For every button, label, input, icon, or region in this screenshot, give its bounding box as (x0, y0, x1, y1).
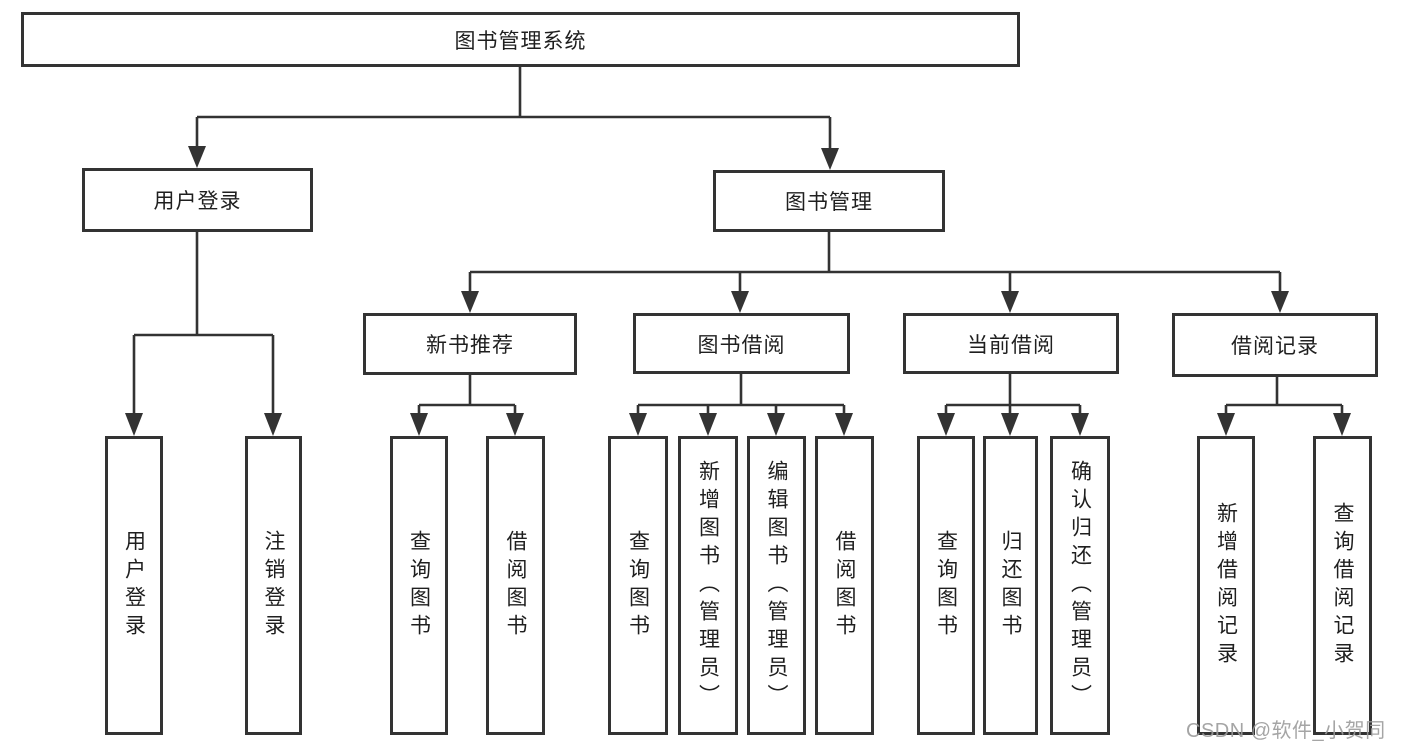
node-root-system: 图书管理系统 (21, 12, 1020, 67)
leaf-borrow-query-books: 查询图书 (608, 436, 668, 735)
node-book-management-module: 图书管理 (713, 170, 945, 232)
arrowhead-group (125, 146, 1351, 436)
leaf-newbook-query-books: 查询图书 (390, 436, 448, 735)
leaf-user-login: 用户登录 (105, 436, 163, 735)
leaf-logout: 注销登录 (245, 436, 302, 735)
leaf-borrow-edit-books-admin: 编辑图书（管理员） (747, 436, 806, 735)
leaf-newbook-borrow-books: 借阅图书 (486, 436, 545, 735)
node-book-borrow: 图书借阅 (633, 313, 850, 374)
leaf-record-query-borrow-record: 查询借阅记录 (1313, 436, 1372, 735)
leaf-current-return-books: 归还图书 (983, 436, 1038, 735)
node-user-login-module: 用户登录 (82, 168, 313, 232)
node-borrow-record: 借阅记录 (1172, 313, 1378, 377)
node-current-borrow: 当前借阅 (903, 313, 1119, 374)
node-new-book-recommend: 新书推荐 (363, 313, 577, 375)
csdn-watermark: CSDN @软件_小贺同学 (1186, 720, 1386, 742)
leaf-current-query-books: 查询图书 (917, 436, 975, 735)
leaf-borrow-borrow-books: 借阅图书 (815, 436, 874, 735)
leaf-borrow-add-books-admin: 新增图书（管理员） (678, 436, 738, 735)
leaf-current-confirm-return-admin: 确认归还（管理员） (1050, 436, 1110, 735)
leaf-record-add-borrow-record: 新增借阅记录 (1197, 436, 1255, 735)
